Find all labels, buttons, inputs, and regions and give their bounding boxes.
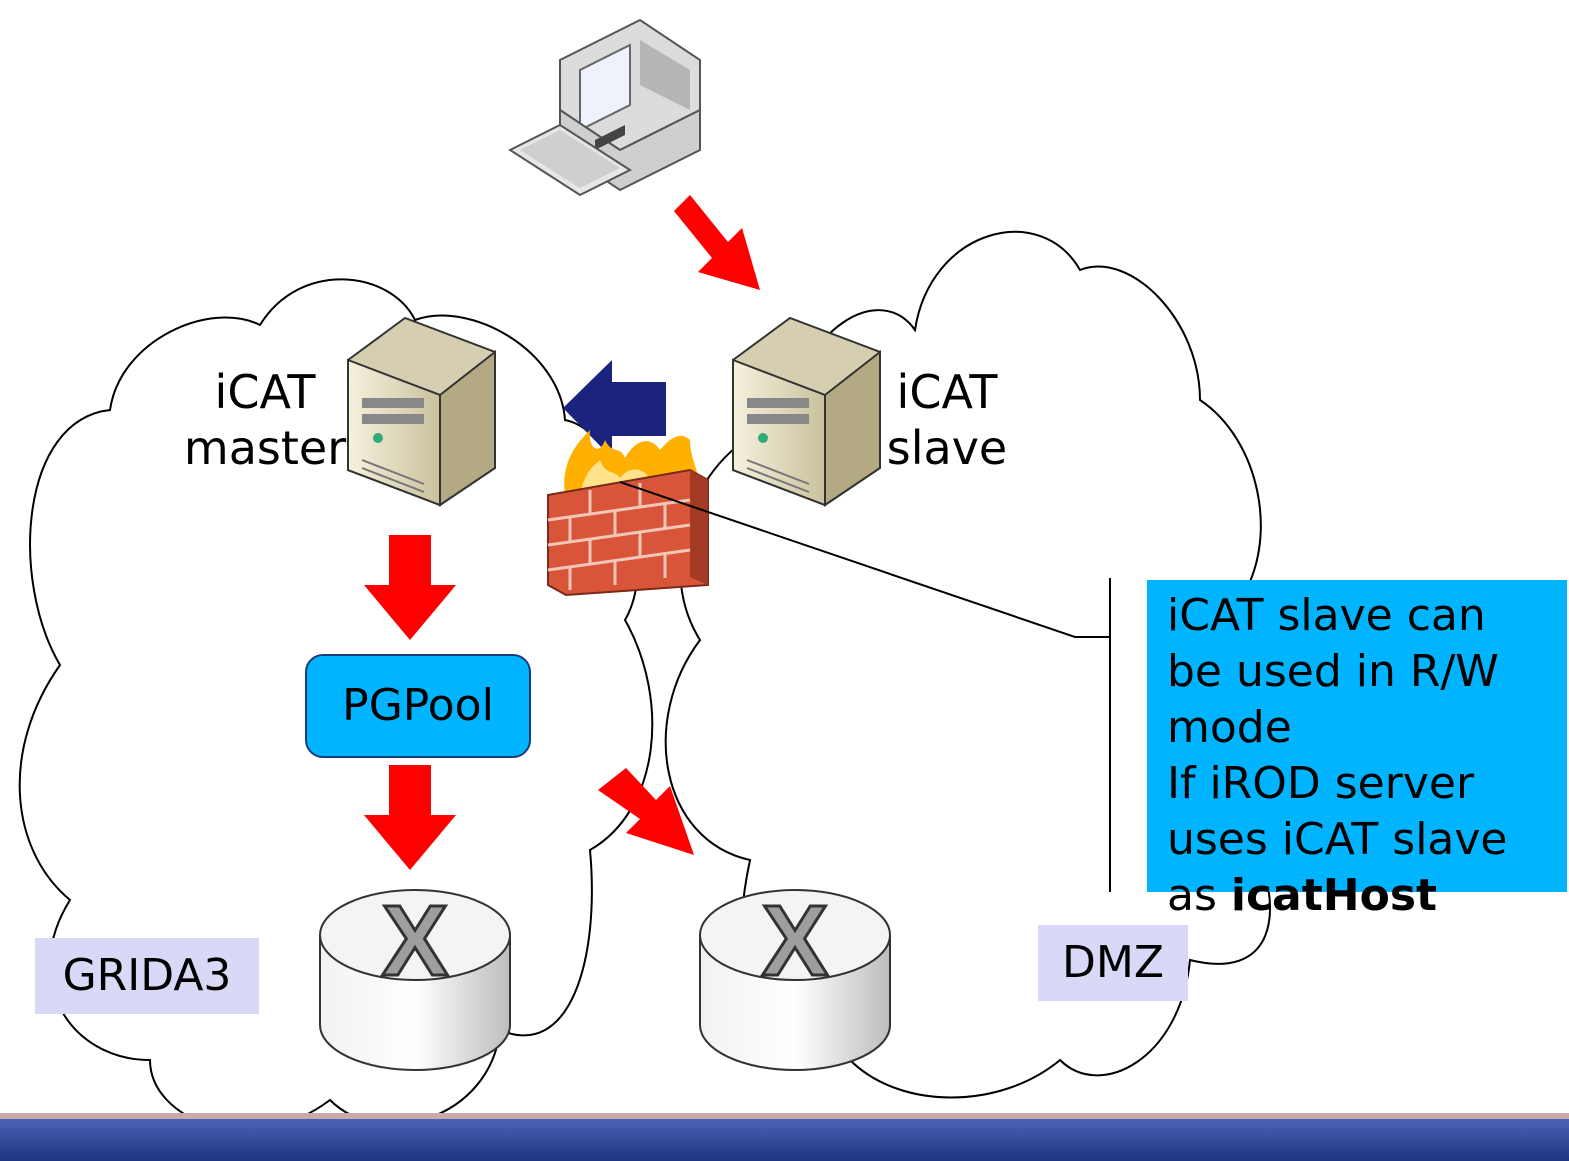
note-icathost: icatHost (1230, 870, 1438, 921)
icat-slave-label-line1: iCAT (896, 365, 998, 419)
icat-master-label-line2: master (183, 421, 347, 475)
note-line-6-prefix: as (1167, 870, 1231, 921)
icat-master-label: iCAT master (180, 364, 350, 476)
grida3-cloud (18, 278, 654, 1131)
icat-master-label-line1: iCAT (214, 365, 316, 419)
note-line-3: mode (1167, 702, 1292, 753)
arrow-client-to-slave (674, 195, 760, 290)
note-line-2: be used in R/W (1167, 646, 1499, 697)
pgpool-box: PGPool (305, 654, 531, 758)
dmz-tag: DMZ (1038, 925, 1188, 1001)
footer-bar-shadow (0, 1113, 1569, 1119)
note-line-6: as icatHost (1167, 868, 1567, 924)
dmz-db-x: X (762, 885, 829, 997)
note-line-5: uses iCAT slave (1167, 814, 1508, 865)
note-line-1: iCAT slave can (1167, 590, 1486, 641)
callout-connector (619, 481, 1110, 638)
grida3-tag: GRIDA3 (35, 938, 259, 1014)
firewall-icon (547, 430, 709, 597)
grida3-database-icon: X (319, 884, 511, 1071)
icat-slave-server-icon (732, 316, 881, 507)
footer-bar (0, 1119, 1569, 1161)
icat-slave-label-line2: slave (886, 421, 1008, 475)
icat-slave-label: iCAT slave (880, 364, 1014, 476)
arrow-pgpool-to-db (364, 765, 456, 870)
client-computer-icon (507, 18, 701, 197)
icat-master-server-icon (347, 316, 496, 507)
note-line-4: If iROD server (1167, 758, 1475, 809)
callout-note: iCAT slave can be used in R/W mode If iR… (1147, 580, 1567, 921)
dmz-database-icon: X (699, 884, 891, 1071)
grida3-db-x: X (382, 885, 449, 997)
arrow-master-to-pgpool (364, 535, 456, 640)
arrow-pgpool-to-dmz-db (598, 768, 694, 855)
